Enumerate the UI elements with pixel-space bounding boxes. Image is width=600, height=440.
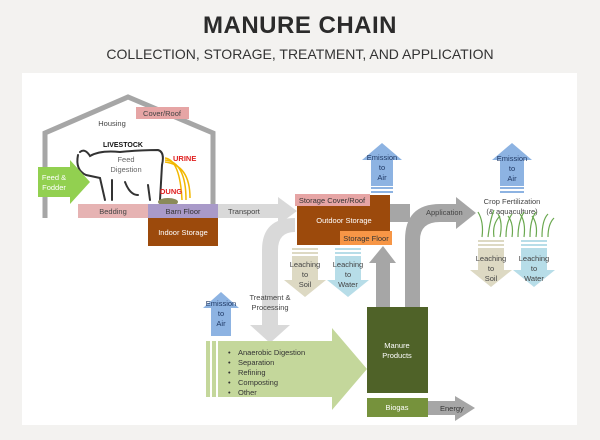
leaching-soil-arrow: Leaching to Soil <box>284 248 326 297</box>
feed-label-line1: Feed & <box>42 173 66 182</box>
feed-digestion-line2: Digestion <box>110 165 141 174</box>
leaching-water-arrow-crop: Leaching to Water <box>513 240 555 287</box>
leaching-label: Soil <box>485 274 498 283</box>
feed-digestion-line1: Feed <box>117 155 134 164</box>
feed-fodder-arrow <box>38 160 90 204</box>
transport-flow <box>218 197 297 343</box>
crop-label: Crop Fertilization <box>484 197 541 206</box>
crop-label: (& aquaculture) <box>486 207 538 216</box>
outdoor-storage: Emission to Air Storage Cover/Roof Outdo… <box>295 143 402 245</box>
manure-products-box <box>367 307 428 393</box>
leaching-label: to <box>531 264 537 273</box>
cover-roof-box <box>136 107 189 119</box>
barn-floor-box <box>148 204 218 218</box>
svg-text:•: • <box>228 388 231 397</box>
livestock-label: LIVESTOCK <box>103 142 143 149</box>
indoor-storage-box <box>148 218 218 246</box>
feed-label-line2: Fodder <box>42 183 66 192</box>
svg-text:•: • <box>228 358 231 367</box>
outdoor-storage-label: Outdoor Storage <box>316 216 371 225</box>
emission-label: Emission <box>497 154 527 163</box>
treatment-item: Composting <box>238 378 278 387</box>
biogas-box <box>367 398 428 417</box>
crop-fertilization: Emission to Air Crop Fertilization (& aq… <box>470 143 555 287</box>
leaching-label: Leaching <box>333 260 363 269</box>
leaching-label: Soil <box>299 280 312 289</box>
treatment-label: Treatment & <box>250 293 291 302</box>
application-label: Application <box>426 208 463 217</box>
storage-floor-label: Storage Floor <box>343 234 389 243</box>
page-title: MANURE CHAIN <box>203 12 397 39</box>
emission-label: Emission <box>367 153 397 162</box>
housing: Cover/Roof Housing LIVESTOCK Feed Digest… <box>38 94 218 246</box>
leaching-label: Water <box>338 280 358 289</box>
treatment-item: Refining <box>238 368 266 377</box>
manure-products-label: Manure <box>384 341 409 350</box>
cow-icon <box>76 148 164 201</box>
transport-label: Transport <box>228 207 261 216</box>
energy-label: Energy <box>440 404 464 413</box>
treatment-list: • Anaerobic Digestion • Separation • Refini… <box>228 348 305 397</box>
emission-label: to <box>509 164 515 173</box>
treatment-label: Processing <box>251 303 288 312</box>
urine-stream-icon <box>164 157 191 201</box>
bedding-label: Bedding <box>99 207 127 216</box>
dung-label: DUNG <box>160 187 182 196</box>
treatment-item: Anaerobic Digestion <box>238 348 305 357</box>
bedding-box <box>78 204 148 218</box>
treatment-item: Other <box>238 388 257 397</box>
leaching-soil-arrow-crop: Leaching to Soil <box>470 240 512 287</box>
leaching-label: to <box>302 270 308 279</box>
treatment-item: Separation <box>238 358 274 367</box>
leaching-label: Leaching <box>290 260 320 269</box>
svg-text:•: • <box>228 378 231 387</box>
svg-text:•: • <box>228 368 231 377</box>
emission-label: Air <box>216 319 226 328</box>
application-flow <box>369 197 476 421</box>
storage-cover-box <box>295 194 370 206</box>
page-subtitle: COLLECTION, STORAGE, TREATMENT, AND APPL… <box>106 46 494 62</box>
storage-cover-label: Storage Cover/Roof <box>299 196 366 205</box>
emission-arrow-storage: Emission to Air <box>362 143 402 193</box>
leaching-water-arrow: Leaching to Water <box>327 248 369 297</box>
housing-label: Housing <box>98 119 126 128</box>
treatment-arrow <box>206 328 367 410</box>
leaching-label: Water <box>524 274 544 283</box>
urine-label: URINE <box>173 154 196 163</box>
svg-text:•: • <box>228 348 231 357</box>
emission-label: Air <box>507 174 517 183</box>
leaching-label: to <box>488 264 494 273</box>
emission-label: to <box>379 163 385 172</box>
storage-floor-box <box>340 231 392 245</box>
barn-floor-label: Barn Floor <box>165 207 201 216</box>
emission-label: Emission <box>206 299 236 308</box>
emission-label: to <box>218 309 224 318</box>
cover-roof-label: Cover/Roof <box>143 109 182 118</box>
emission-label: Air <box>377 173 387 182</box>
manure-products-label: Products <box>382 351 412 360</box>
leaching-label: Leaching <box>476 254 506 263</box>
leaching-label: to <box>345 270 351 279</box>
emission-arrow-crop: Emission to Air <box>492 143 532 193</box>
indoor-storage-label: Indoor Storage <box>158 228 208 237</box>
biogas-label: Biogas <box>386 403 409 412</box>
leaching-label: Leaching <box>519 254 549 263</box>
emission-arrow-treatment: Emission to Air <box>203 292 239 336</box>
grass-icon <box>477 209 555 238</box>
